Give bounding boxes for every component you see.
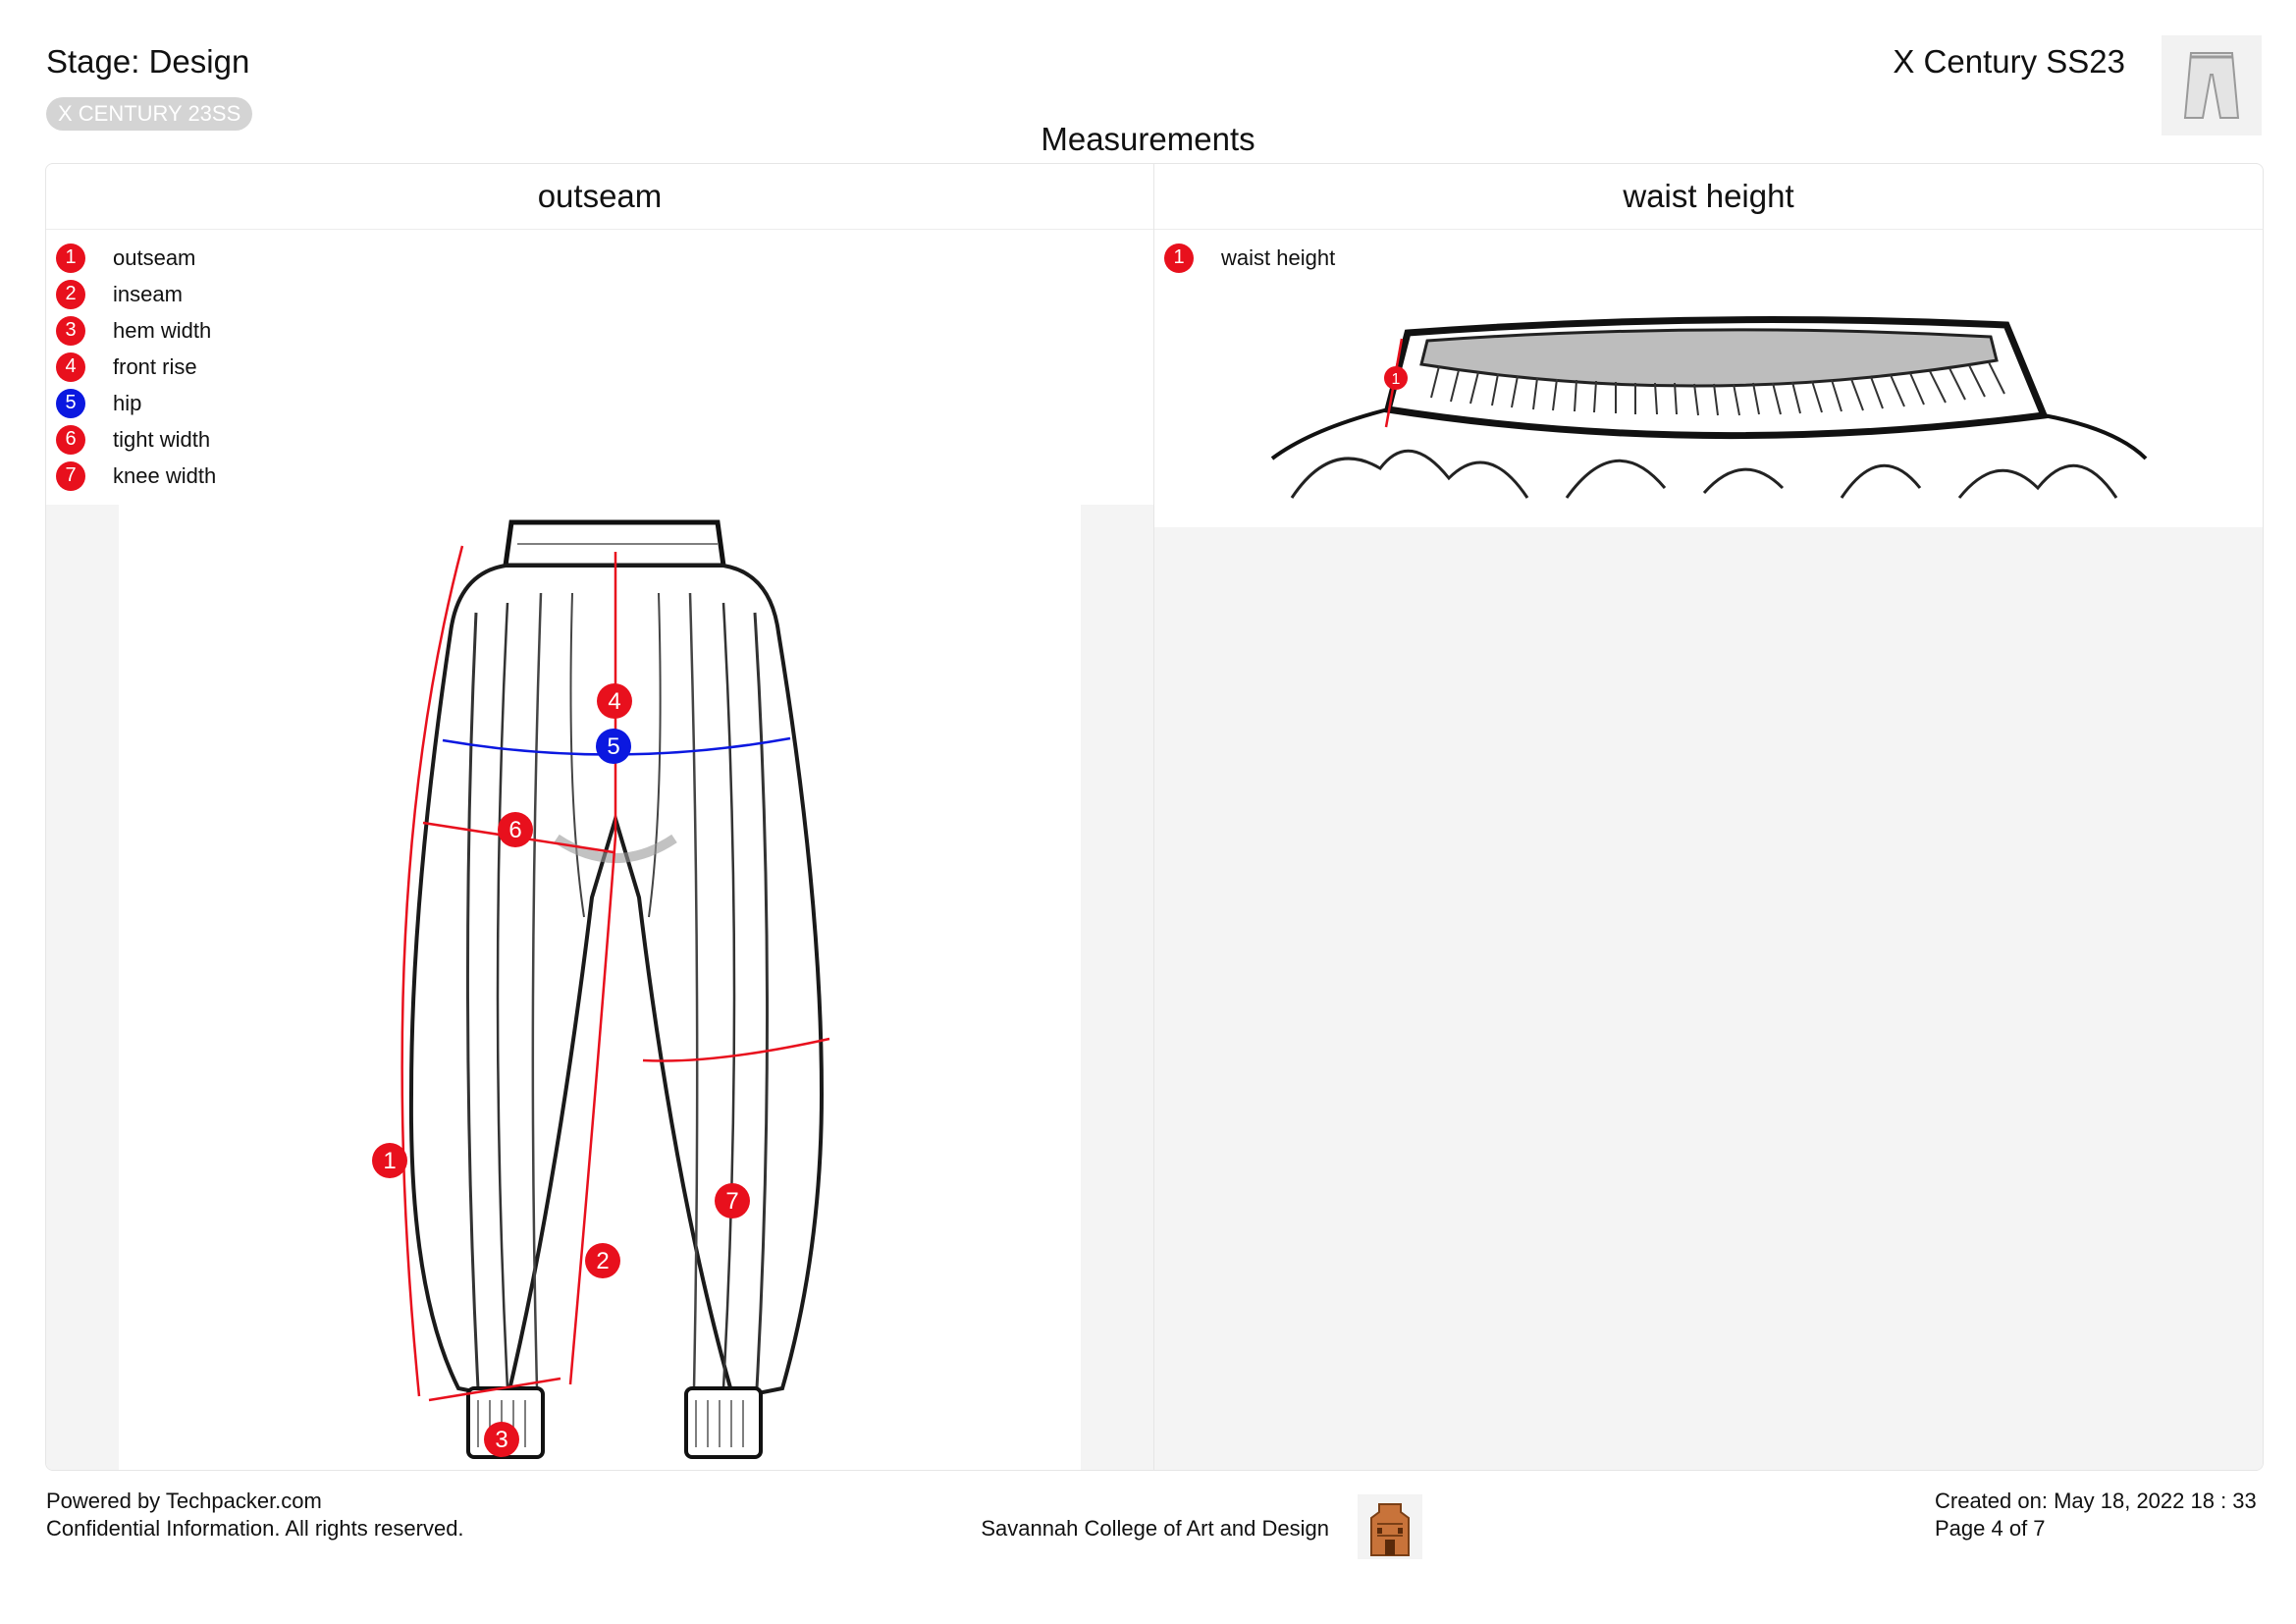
legend-label: outseam bbox=[113, 244, 196, 270]
pants-sketch-area: 1 2 3 4 5 6 7 bbox=[46, 505, 1153, 1470]
marker-2: 2 bbox=[585, 1243, 620, 1278]
svg-text:2: 2 bbox=[596, 1248, 609, 1274]
footer-left: Powered by Techpacker.com Confidential I… bbox=[46, 1488, 464, 1543]
legend-label: hem width bbox=[113, 317, 212, 343]
panel-title: waist height bbox=[1154, 164, 2263, 230]
school-name: Savannah College of Art and Design bbox=[981, 1516, 1329, 1541]
panel-waist-height: waist height 1 waist height 1 bbox=[1154, 164, 2263, 1470]
created-date: Created on: May 18, 2022 18 : 33 bbox=[1935, 1489, 2257, 1513]
stage-label: Stage: Design bbox=[46, 43, 250, 80]
section-title: Measurements bbox=[1041, 121, 1255, 157]
legend-label: knee width bbox=[113, 462, 217, 488]
empty-image-area bbox=[1154, 527, 2263, 1470]
marker-1: 1 bbox=[1384, 366, 1408, 390]
collection-badge: X CENTURY 23SS bbox=[46, 97, 253, 131]
marker-1: 1 bbox=[372, 1143, 407, 1178]
legend-item: 7 knee width bbox=[56, 458, 1153, 494]
college-building-logo-icon bbox=[1358, 1494, 1422, 1559]
legend-label: front rise bbox=[113, 353, 197, 379]
point-number-badge: 1 bbox=[1164, 243, 1194, 273]
svg-text:7: 7 bbox=[725, 1188, 738, 1215]
collection-title: X Century SS23 bbox=[1893, 43, 2125, 80]
svg-text:1: 1 bbox=[1392, 371, 1401, 388]
point-number-badge: 4 bbox=[56, 352, 85, 382]
confidential-text: Confidential Information. All rights res… bbox=[46, 1516, 464, 1541]
marker-6: 6 bbox=[498, 812, 533, 847]
point-number-badge: 5 bbox=[56, 388, 85, 418]
svg-text:1: 1 bbox=[383, 1148, 396, 1174]
panel-title: outseam bbox=[46, 164, 1153, 230]
footer-right: Created on: May 18, 2022 18 : 33 Page 4 … bbox=[1935, 1488, 2257, 1543]
legend-item: 2 inseam bbox=[56, 276, 1153, 312]
measurement-legend: 1 waist height bbox=[1154, 230, 2263, 276]
point-number-badge: 1 bbox=[56, 243, 85, 273]
powered-by-text: Powered by Techpacker.com bbox=[46, 1489, 322, 1513]
waistband-sketch-area: 1 bbox=[1154, 282, 2263, 527]
legend-item: 1 outseam bbox=[56, 240, 1153, 276]
panel-outseam: outseam 1 outseam 2 inseam 3 hem width 4 fro… bbox=[46, 164, 1154, 1470]
point-number-badge: 7 bbox=[56, 460, 85, 491]
legend-label: waist height bbox=[1221, 244, 1336, 270]
legend-item: 4 front rise bbox=[56, 349, 1153, 385]
svg-text:3: 3 bbox=[495, 1427, 507, 1453]
point-number-badge: 6 bbox=[56, 424, 85, 455]
marker-7: 7 bbox=[715, 1183, 750, 1218]
svg-text:5: 5 bbox=[607, 733, 619, 760]
legend-item: 5 hip bbox=[56, 385, 1153, 421]
legend-label: hip bbox=[113, 390, 142, 415]
pants-sketch: 1 2 3 4 5 6 7 bbox=[119, 505, 1081, 1470]
point-number-badge: 3 bbox=[56, 315, 85, 346]
legend-item: 1 waist height bbox=[1164, 240, 2263, 276]
legend-label: tight width bbox=[113, 426, 211, 452]
marker-3: 3 bbox=[484, 1422, 519, 1457]
legend-item: 3 hem width bbox=[56, 312, 1153, 349]
legend-label: inseam bbox=[113, 281, 183, 306]
svg-text:4: 4 bbox=[608, 688, 620, 715]
measurements-frame: outseam 1 outseam 2 inseam 3 hem width 4 fro… bbox=[45, 163, 2264, 1471]
legend-item: 6 tight width bbox=[56, 421, 1153, 458]
waistband-sketch: 1 bbox=[1270, 316, 2148, 499]
marker-5: 5 bbox=[596, 729, 631, 764]
point-number-badge: 2 bbox=[56, 279, 85, 309]
page-number: Page 4 of 7 bbox=[1935, 1516, 2046, 1541]
marker-4: 4 bbox=[597, 683, 632, 719]
pants-thumbnail-icon bbox=[2162, 35, 2262, 135]
svg-text:6: 6 bbox=[508, 817, 521, 843]
